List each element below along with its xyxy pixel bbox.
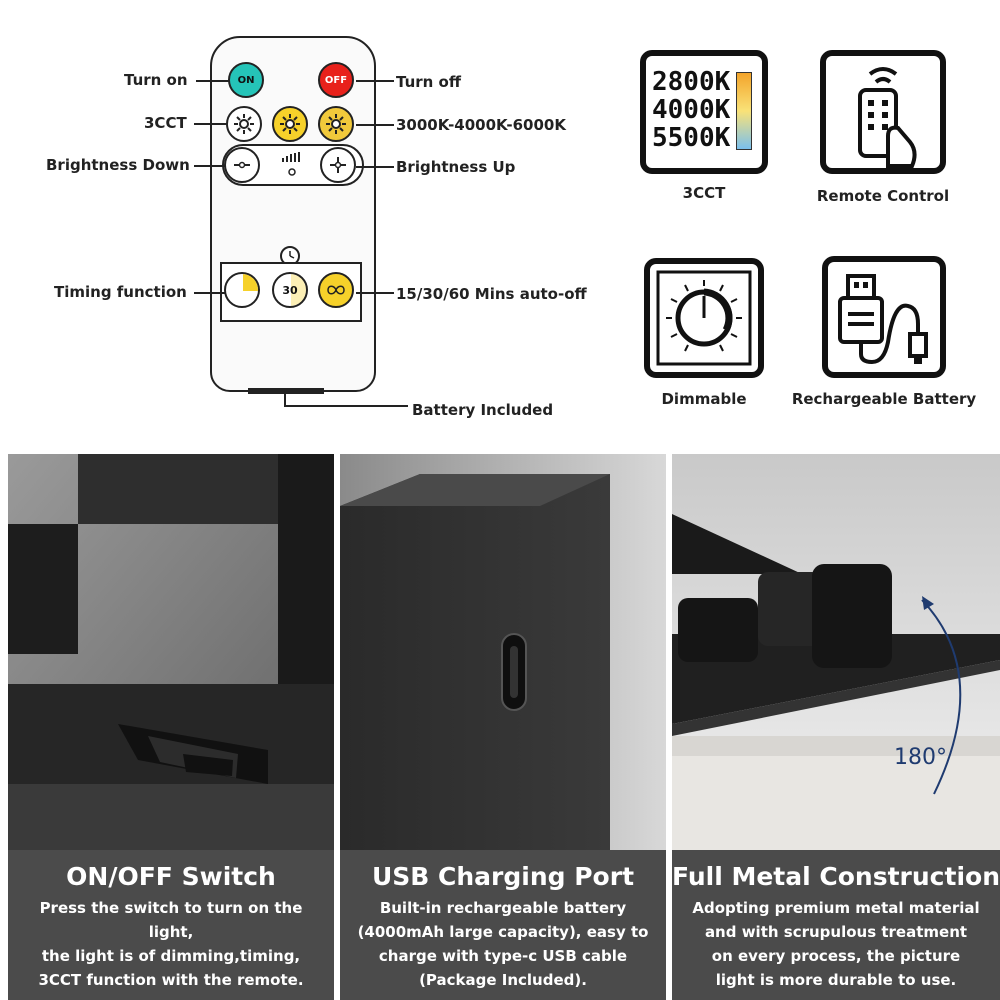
leader-line xyxy=(194,123,228,125)
off-button-label: OFF xyxy=(324,74,348,86)
metal-construction-panel: 180° Full Metal Construction Adopting pr… xyxy=(672,454,1000,1000)
panel-description: Adopting premium metal material and with… xyxy=(672,896,1000,992)
sun-icon xyxy=(234,114,254,134)
panel-description-line: charge with type-c USB cable xyxy=(378,947,628,965)
panel-description-line: 3CCT function with the remote. xyxy=(38,971,304,989)
cct-value-2: 4000K xyxy=(652,95,731,125)
brightness-down-button[interactable] xyxy=(224,147,260,183)
on-button-label: ON xyxy=(237,74,255,86)
panel-title: USB Charging Port xyxy=(371,862,635,891)
turn-off-label: Turn off xyxy=(396,73,462,91)
panel-description-line: Built-in rechargeable battery xyxy=(379,899,627,917)
switch-photo xyxy=(8,454,334,852)
on-button[interactable]: ON xyxy=(228,62,264,98)
panel-description-line: Press the switch to turn on the light, xyxy=(39,899,303,941)
leader-line xyxy=(194,165,226,167)
battery-feature-label: Rechargeable Battery xyxy=(791,390,977,408)
leader-line xyxy=(284,405,408,407)
panel-description: Press the switch to turn on the light, t… xyxy=(8,896,334,992)
cct-cold-button[interactable] xyxy=(226,106,262,142)
leader-line xyxy=(356,80,394,82)
quarter-clock-icon xyxy=(243,274,258,291)
remote-feature-label: Remote Control xyxy=(816,187,950,205)
timing-function-label: Timing function xyxy=(54,283,187,301)
leader-line xyxy=(196,80,230,82)
leader-line xyxy=(356,166,394,168)
brightness-level-icon xyxy=(282,152,300,176)
panel-description-line: (4000mAh large capacity), easy to xyxy=(357,923,649,941)
auto-off-label: 15/30/60 Mins auto-off xyxy=(396,285,587,303)
timer-15-button[interactable] xyxy=(224,272,260,308)
cct-values-label: 3000K-4000K-6000K xyxy=(396,116,566,134)
usb-port-caption: USB Charging Port Built-in rechargeable … xyxy=(340,850,666,1000)
panel-description-line: Adopting premium metal material xyxy=(692,899,980,917)
timer-30-label: 30 xyxy=(282,283,298,297)
usb-port-panel: USB Charging Port Built-in rechargeable … xyxy=(340,454,666,1000)
brightness-down-label: Brightness Down xyxy=(46,156,190,174)
rotation-label: 180° xyxy=(894,745,947,770)
cct-neutral-button[interactable] xyxy=(272,106,308,142)
timer-60-button[interactable] xyxy=(318,272,354,308)
cct-label: 3CCT xyxy=(144,114,187,132)
panel-title: ON/OFF Switch xyxy=(66,862,276,891)
remote-control-icon xyxy=(820,50,946,174)
switch-caption: ON/OFF Switch Press the switch to turn o… xyxy=(8,850,334,1000)
panel-description-line: on every process, the picture xyxy=(711,947,961,965)
brightness-up-button[interactable] xyxy=(320,147,356,183)
color-temperature-gradient-icon xyxy=(736,72,752,150)
hinge-photo: 180° xyxy=(672,454,1000,852)
off-button[interactable]: OFF xyxy=(318,62,354,98)
cct-feature-icon: 2800K 4000K 5500K xyxy=(640,50,768,174)
sun-icon xyxy=(280,114,300,134)
panel-description-line: light is more durable to use. xyxy=(715,971,957,989)
sun-icon xyxy=(326,114,346,134)
cct-value-3: 5500K xyxy=(652,123,731,153)
cct-value-1: 2800K xyxy=(652,67,731,97)
panel-description-line: and with scrupulous treatment xyxy=(704,923,968,941)
infinity-icon xyxy=(327,285,345,295)
usb-plug-icon xyxy=(822,256,946,378)
battery-included-label: Battery Included xyxy=(412,401,554,419)
battery-compartment xyxy=(248,388,324,394)
metal-caption: Full Metal Construction Adopting premium… xyxy=(672,850,1000,1000)
leader-line xyxy=(194,292,226,294)
panel-description: Built-in rechargeable battery (4000mAh l… xyxy=(340,896,666,992)
turn-on-label: Turn on xyxy=(124,71,188,89)
leader-line xyxy=(356,124,394,126)
panel-description-line: (Package Included). xyxy=(419,971,587,989)
switch-panel: ON/OFF Switch Press the switch to turn o… xyxy=(8,454,334,1000)
panel-title: Full Metal Construction xyxy=(672,862,1000,891)
cct-feature-label: 3CCT xyxy=(682,184,726,202)
leader-line xyxy=(284,392,286,406)
usb-port-photo xyxy=(340,454,666,852)
dimmer-dial-icon xyxy=(644,258,764,378)
brightness-up-label: Brightness Up xyxy=(396,158,516,176)
panel-description-line: the light is of dimming,timing, xyxy=(41,947,301,965)
timer-30-button[interactable]: 30 xyxy=(272,272,308,308)
dimmable-feature-label: Dimmable xyxy=(661,390,747,408)
plus-sun-icon xyxy=(330,157,346,173)
minus-sun-icon xyxy=(234,161,250,169)
cct-warm-button[interactable] xyxy=(318,106,354,142)
leader-line xyxy=(356,292,394,294)
half-clock-icon xyxy=(291,274,306,306)
